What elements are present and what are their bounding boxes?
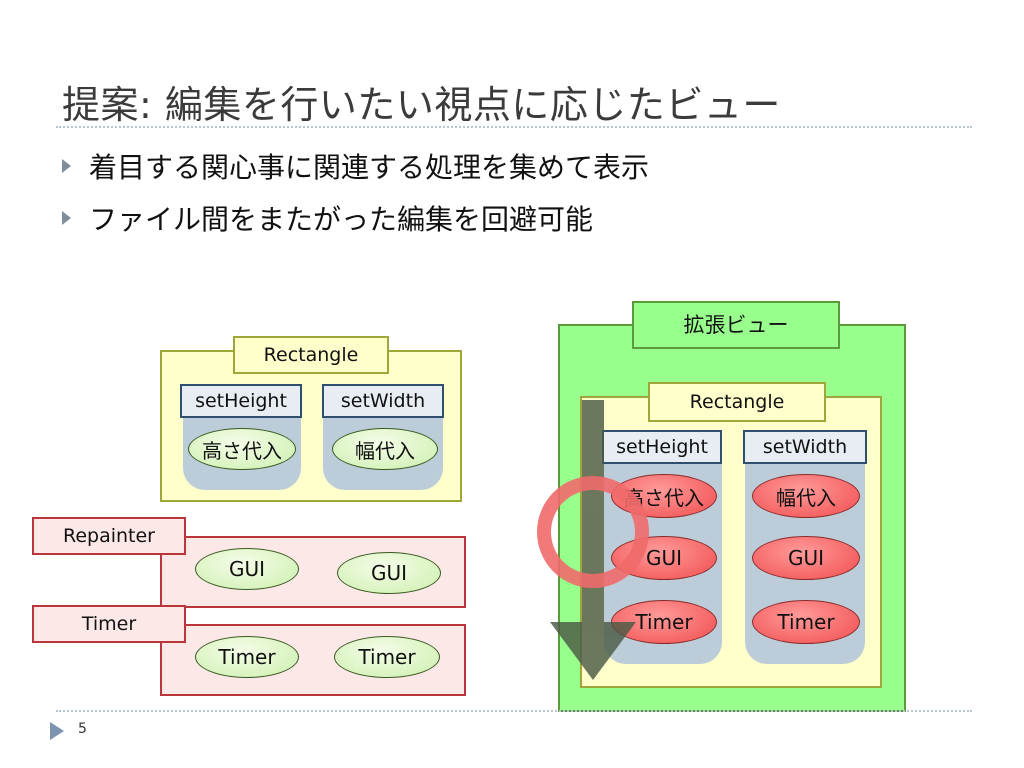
footer-divider	[56, 710, 972, 712]
right-width-assign-ellipse: 幅代入	[752, 474, 860, 518]
right-setheight-timer-ellipse: Timer	[611, 600, 717, 644]
page-number: 5	[78, 721, 87, 737]
bullet-item-1: 着目する関心事に関連する処理を集めて表示	[62, 146, 649, 186]
left-height-assign-ellipse: 高さ代入	[188, 428, 296, 470]
extended-view-label: 拡張ビュー	[632, 301, 840, 349]
timer-ellipse-2: Timer	[334, 636, 440, 678]
footer-triangle-icon	[50, 722, 64, 740]
highlight-ring-icon	[537, 476, 649, 588]
left-rectangle-label: Rectangle	[233, 336, 389, 374]
right-setwidth-method: setWidth	[743, 430, 867, 464]
right-rectangle-label: Rectangle	[648, 382, 826, 422]
down-arrow-icon	[550, 400, 636, 680]
repainter-gui-ellipse-1: GUI	[195, 548, 299, 590]
timer-ellipse-1: Timer	[195, 636, 299, 678]
right-setheight-method: setHeight	[602, 430, 722, 464]
left-width-assign-ellipse: 幅代入	[332, 428, 438, 470]
bullet-text-1: 着目する関心事に関連する処理を集めて表示	[89, 151, 650, 184]
left-setwidth-method: setWidth	[322, 384, 444, 418]
repainter-label: Repainter	[32, 517, 186, 555]
repainter-gui-ellipse-2: GUI	[337, 552, 441, 594]
timer-label: Timer	[32, 605, 186, 643]
bullet-triangle-icon	[62, 211, 71, 225]
bullet-triangle-icon	[62, 159, 71, 173]
title-divider	[56, 126, 972, 128]
slide-title: 提案: 編集を行いたい視点に応じたビュー	[62, 83, 781, 127]
right-setwidth-gui-ellipse: GUI	[752, 536, 860, 580]
left-setheight-method: setHeight	[180, 384, 302, 418]
bullet-text-2: ファイル間をまたがった編集を回避可能	[89, 203, 594, 236]
right-setwidth-timer-ellipse: Timer	[752, 600, 860, 644]
bullet-item-2: ファイル間をまたがった編集を回避可能	[62, 198, 593, 238]
